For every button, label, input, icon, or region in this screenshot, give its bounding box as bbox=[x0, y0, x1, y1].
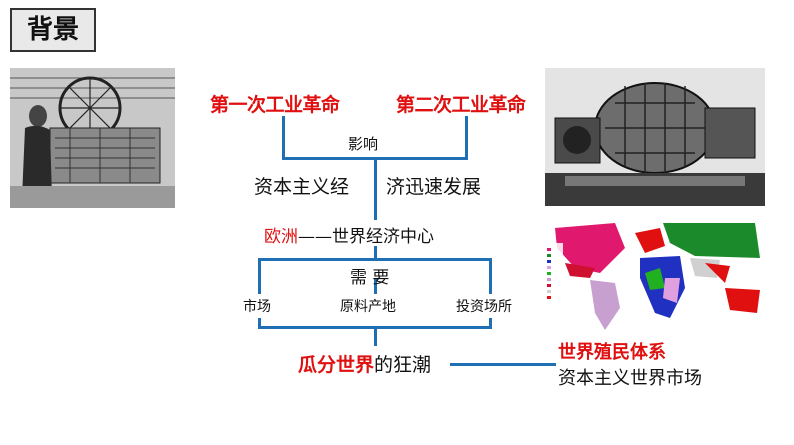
scramble-connector: 的 bbox=[374, 354, 394, 376]
result-part1: 资本主义经 bbox=[254, 176, 350, 198]
europe-label: 欧洲 bbox=[264, 227, 298, 247]
spinning-machine-image bbox=[10, 68, 175, 208]
colonial-world-map bbox=[545, 218, 770, 333]
colonial-system: 世界殖民体系 bbox=[558, 342, 666, 363]
connector-right-vertical bbox=[465, 116, 468, 160]
connector-top-horizontal bbox=[282, 157, 468, 160]
world-economic-center: 世界经济中心 bbox=[332, 227, 434, 247]
connector-center-vertical-2 bbox=[374, 246, 377, 260]
frenzy: 狂潮 bbox=[393, 354, 432, 376]
scramble-line: 瓜分世界的狂潮 bbox=[298, 350, 431, 377]
need-label: 需 要 bbox=[350, 268, 390, 288]
outcome-connector bbox=[450, 363, 556, 366]
connector-center-vertical-1 bbox=[374, 160, 377, 220]
bottom-bracket-left bbox=[258, 318, 261, 329]
connector-left-vertical bbox=[282, 116, 285, 160]
result-part2: 济迅速发展 bbox=[386, 176, 482, 198]
influence-label: 影响 bbox=[348, 135, 379, 153]
need-investment: 投资场所 bbox=[456, 299, 512, 315]
needs-center-vertical bbox=[374, 278, 377, 294]
bottom-bracket-right bbox=[489, 318, 492, 329]
dynamo-machine-image bbox=[545, 68, 765, 206]
divide-world: 瓜分世界 bbox=[298, 354, 375, 376]
world-capitalist-market: 资本主义世界市场 bbox=[558, 368, 702, 389]
bottom-bracket-center bbox=[374, 326, 377, 346]
need-market: 市场 bbox=[243, 299, 271, 315]
need-raw-materials: 原料产地 bbox=[340, 299, 396, 315]
section-title: 背景 bbox=[10, 8, 96, 52]
needs-top-horizontal bbox=[258, 258, 492, 261]
needs-left-vertical bbox=[258, 258, 261, 294]
needs-right-vertical bbox=[489, 258, 492, 294]
dash: —— bbox=[298, 227, 332, 247]
europe-center-line: 欧洲——世界经济中心 bbox=[264, 222, 434, 247]
second-industrial-revolution: 第二次工业革命 bbox=[396, 94, 526, 116]
first-industrial-revolution: 第一次工业革命 bbox=[210, 94, 340, 116]
